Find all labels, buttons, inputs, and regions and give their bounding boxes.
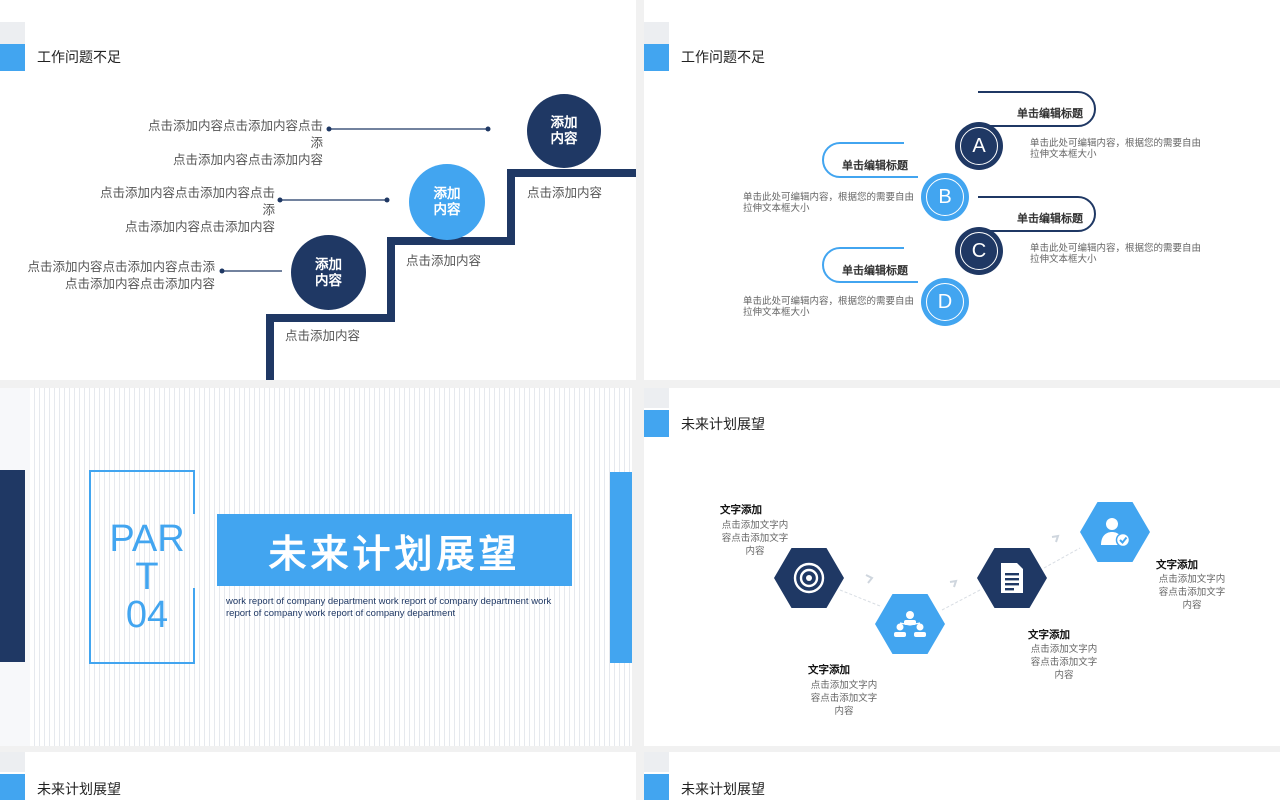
item-desc-c: 单击此处可编辑内容，根据您的需要自由拉伸文本框大小 bbox=[1030, 243, 1202, 265]
right-blue-bar bbox=[610, 472, 632, 663]
item-title-1: 文字添加 bbox=[720, 504, 762, 516]
slide-future-plan-partial-left[interactable]: 未来计划展望 bbox=[0, 752, 636, 800]
item-desc-a: 单击此处可编辑内容，根据您的需要自由拉伸文本框大小 bbox=[1030, 138, 1202, 160]
header-accent-blue bbox=[644, 774, 669, 800]
slide-title: 未来计划展望 bbox=[37, 781, 121, 797]
left-text-1: 点击添加内容点击添加内容点击 添 点击添加内容点击添加内容 bbox=[147, 119, 323, 167]
slide-title: 未来计划展望 bbox=[681, 781, 765, 797]
left-navy-bar bbox=[0, 470, 25, 662]
header-accent-gray bbox=[0, 22, 25, 44]
team-icon bbox=[894, 611, 926, 637]
item-desc-3: 点击添加文字内容点击添加文字内容 bbox=[1030, 644, 1098, 681]
left-text-2: 点击添加内容点击添加内容点击 添 点击添加内容点击添加内容 bbox=[99, 186, 275, 234]
user-check-icon bbox=[1101, 518, 1131, 548]
slide-future-plan-hexagons[interactable]: 未来计划展望 bbox=[644, 388, 1280, 746]
slide-work-issues-stairs[interactable]: 工作问题不足 点击添加内容点击添加内容点击 添 点击添加内容点击添加内容 点击添… bbox=[0, 0, 636, 380]
slide-work-issues-timeline[interactable]: 工作问题不足 单击编辑标题 A 单击此处可编辑内容，根据您的需要自由拉伸文本框大… bbox=[644, 0, 1280, 380]
badge-b: B bbox=[921, 173, 969, 221]
step-label-bottom: 点击添加内容 bbox=[285, 329, 361, 343]
item-title-d: 单击编辑标题 bbox=[842, 265, 908, 277]
step-label-top: 点击添加内容 bbox=[527, 186, 603, 200]
hex-target bbox=[774, 548, 844, 608]
step-circle-middle: 添加内容 bbox=[409, 164, 485, 240]
badge-a: A bbox=[955, 122, 1003, 170]
step-label-middle: 点击添加内容 bbox=[406, 254, 482, 268]
item-desc-1: 点击添加文字内容点击添加文字内容 bbox=[721, 520, 789, 557]
target-icon bbox=[793, 562, 825, 594]
item-title-4: 文字添加 bbox=[1156, 559, 1198, 571]
item-title-2: 文字添加 bbox=[808, 664, 850, 676]
document-icon bbox=[1001, 563, 1023, 593]
item-title-3: 文字添加 bbox=[1028, 629, 1070, 641]
section-title-box: 未来计划展望 bbox=[217, 514, 572, 586]
badge-c: C bbox=[955, 227, 1003, 275]
header-accent-blue bbox=[0, 774, 25, 800]
part-frame-right bbox=[193, 470, 195, 514]
bracket-lines bbox=[822, 91, 1096, 283]
slide-section-cover[interactable]: PAR T 04 未来计划展望 work report of company d… bbox=[0, 388, 632, 746]
item-title-c: 单击编辑标题 bbox=[1017, 213, 1083, 225]
part-frame-right-bottom bbox=[193, 588, 195, 662]
slide-future-plan-partial-right[interactable]: 未来计划展望 bbox=[644, 752, 1280, 800]
item-desc-d: 单击此处可编辑内容，根据您的需要自由拉伸文本框大小 bbox=[743, 296, 915, 318]
header-accent-blue bbox=[0, 44, 25, 71]
item-title-a: 单击编辑标题 bbox=[1017, 108, 1083, 120]
item-desc-4: 点击添加文字内容点击添加文字内容 bbox=[1158, 574, 1226, 611]
slide-title: 未来计划展望 bbox=[681, 416, 765, 432]
header-accent-gray bbox=[644, 388, 669, 408]
part-frame bbox=[89, 470, 195, 664]
section-subtitle: work report of company department work r… bbox=[226, 596, 552, 619]
item-desc-b: 单击此处可编辑内容，根据您的需要自由拉伸文本框大小 bbox=[743, 192, 915, 214]
left-text-3: 点击添加内容点击添加内容点击添 点击添加内容点击添加内容 bbox=[27, 260, 215, 291]
section-title: 未来计划展望 bbox=[268, 533, 521, 576]
part-label: PAR T 04 bbox=[109, 518, 185, 636]
header-accent-gray bbox=[644, 22, 669, 44]
step-circle-top: 添加内容 bbox=[527, 94, 601, 168]
header-accent-blue bbox=[644, 44, 669, 71]
connector-dashes bbox=[839, 534, 1081, 611]
header-accent-gray bbox=[644, 752, 669, 772]
item-desc-2: 点击添加文字内容点击添加文字内容 bbox=[810, 680, 878, 717]
header-accent-gray bbox=[0, 752, 25, 772]
slide-title: 工作问题不足 bbox=[681, 49, 765, 65]
item-title-b: 单击编辑标题 bbox=[842, 160, 908, 172]
header-accent-blue bbox=[644, 410, 669, 437]
step-circle-bottom: 添加内容 bbox=[291, 235, 366, 310]
slide-title: 工作问题不足 bbox=[37, 49, 121, 65]
stair-line bbox=[219, 126, 636, 380]
badge-d: D bbox=[921, 278, 969, 326]
hex-team bbox=[875, 594, 945, 654]
